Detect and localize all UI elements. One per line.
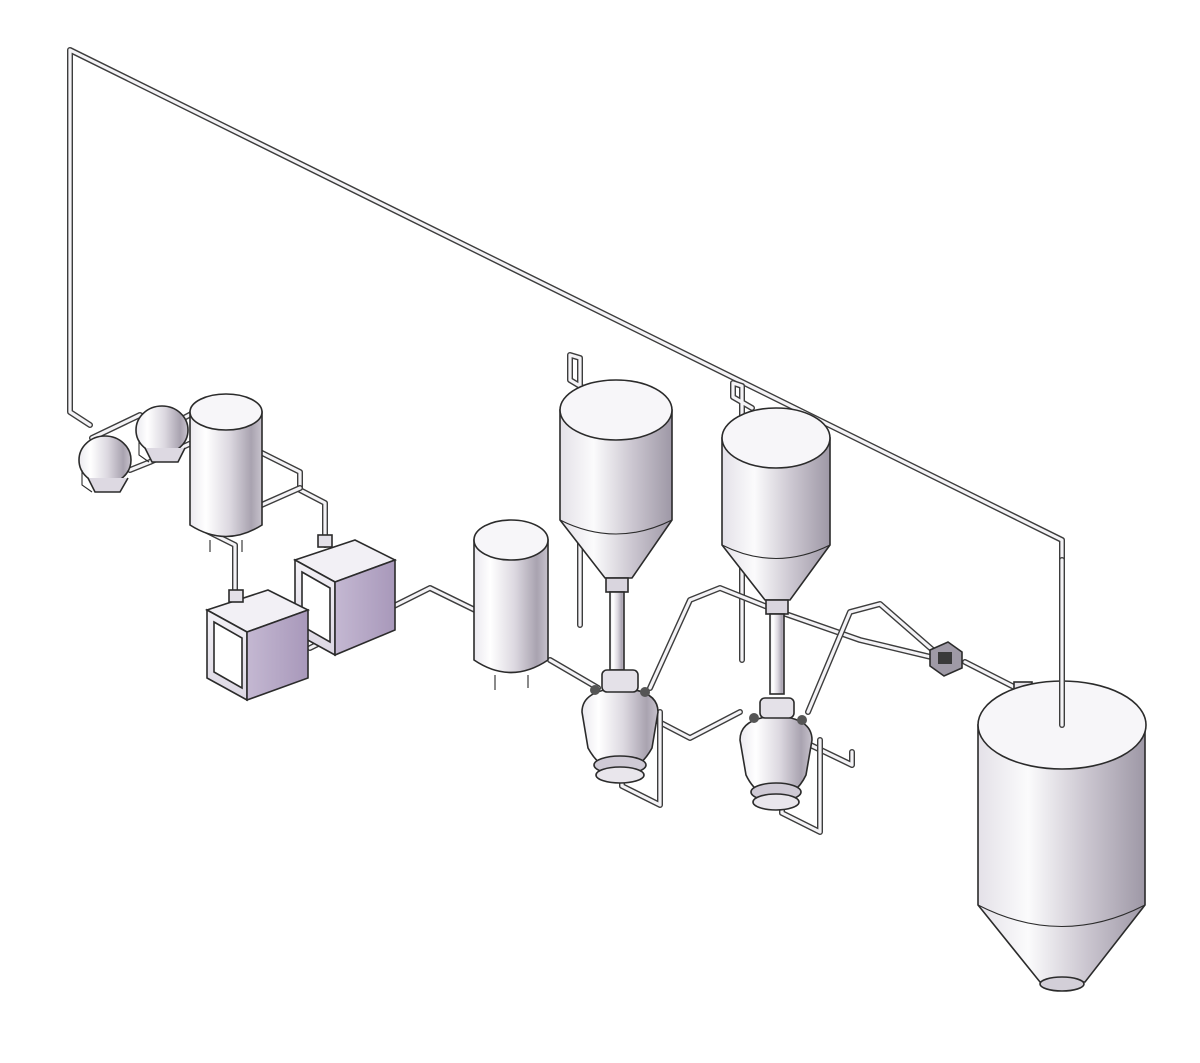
air-dryer-2	[293, 534, 398, 657]
pressure-vessel-1	[581, 669, 659, 784]
feed-silo-1	[559, 379, 673, 671]
valve-icon	[749, 713, 759, 723]
valve-icon	[590, 685, 600, 695]
air-receiver-tank	[189, 393, 263, 552]
valve-icon	[640, 687, 650, 697]
valve-icon	[797, 715, 807, 725]
buffer-tank	[473, 519, 549, 690]
air-compressor-2	[135, 405, 189, 463]
air-dryer-1	[205, 589, 311, 702]
air-compressor-1	[78, 435, 132, 493]
pressure-vessel-2	[739, 697, 813, 811]
feed-silo-2	[721, 407, 831, 695]
